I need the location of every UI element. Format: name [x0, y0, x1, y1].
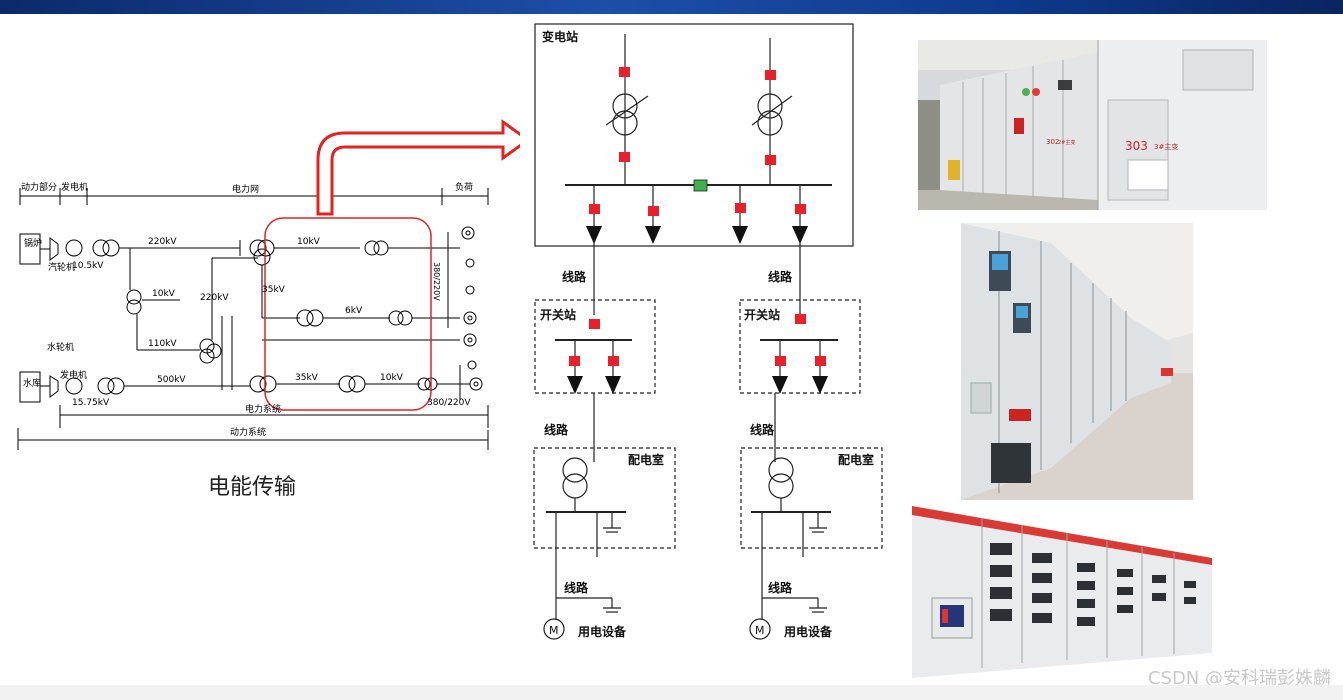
label-load: 负荷 — [455, 181, 473, 193]
line-label-2: 线路 — [768, 269, 793, 284]
distribution-diagram: 变电站 线路 线路 开关站 开关站 线路 线路 配电室 配电室 线路 线路 用电… — [533, 23, 883, 640]
arrows — [567, 226, 828, 394]
generator-bottom-label: 发电机 — [60, 369, 87, 381]
substation-label: 变电站 — [542, 29, 578, 44]
turbine-label: 汽轮机 — [48, 261, 75, 273]
cabinet-302-sub: 2#主变 — [1058, 139, 1075, 146]
bus-tie-breaker — [693, 179, 708, 192]
motor-1: M — [549, 624, 559, 637]
volt-110: 110kV — [148, 339, 177, 349]
power-transmission-diagram: 动力部分 发电机 电力网 负荷 锅炉 汽轮机 水轮机 水库 发电机 10.5kV… — [17, 119, 520, 500]
distribution-room-label-1: 配电室 — [628, 452, 664, 467]
switch-station-label-2: 开关站 — [744, 307, 780, 322]
header-bar — [0, 0, 1343, 14]
boiler-label: 锅炉 — [24, 237, 42, 249]
volt-gen1: 10.5kV — [72, 261, 104, 271]
volt-220: 220kV — [148, 237, 177, 247]
line-label-4: 线路 — [750, 422, 775, 437]
equipment-label-2: 用电设备 — [783, 624, 833, 639]
dynamic-system-label: 动力系统 — [230, 426, 266, 438]
caption-power-transmission: 电能传输 — [208, 475, 296, 500]
switch-station-label-1: 开关站 — [540, 307, 576, 322]
volt-500: 500kV — [157, 375, 186, 385]
volt-35b: 35kV — [295, 373, 319, 383]
volt-gen2: 15.75kV — [72, 398, 110, 408]
reservoir-label: 水库 — [23, 377, 41, 389]
switchgear-photo-1: 303 3#主变 302 2#主变 — [918, 40, 1267, 210]
bottom-bar — [0, 685, 1343, 700]
volt-vertical220: 220kV — [200, 293, 229, 303]
line-label-6: 线路 — [768, 580, 793, 595]
volt-10b: 10kV — [380, 373, 404, 383]
switchgear-photo-3 — [912, 503, 1215, 678]
power-system-label: 电力系统 — [245, 403, 281, 415]
watermark: CSDN @安科瑞彭姝麟 — [1147, 668, 1331, 689]
line-label-3: 线路 — [544, 422, 569, 437]
line-label-5: 线路 — [564, 580, 589, 595]
volt-6: 6kV — [345, 306, 363, 316]
cabinet-302-label: 303 — [1125, 139, 1148, 153]
label-grid: 电力网 — [232, 183, 259, 195]
hydro-turbine-label: 水轮机 — [47, 341, 74, 353]
cabinet-303-sub-label: 3#主变 — [1154, 142, 1178, 151]
equipment-label-1: 用电设备 — [577, 624, 627, 639]
cabinet-302-number: 302 — [1046, 138, 1059, 146]
volt-10: 10kV — [297, 237, 321, 247]
transfer-arrow — [316, 119, 520, 216]
breakers — [569, 67, 826, 366]
distribution-room-label-2: 配电室 — [838, 452, 874, 467]
label-generator: 发电机 — [61, 181, 88, 193]
volt-380: 380/220V — [427, 398, 471, 408]
motor-2: M — [755, 624, 765, 637]
volt-380-vertical: 380/220V — [432, 262, 441, 301]
volt-tap10: 10kV — [152, 289, 176, 299]
volt-35: 35kV — [262, 285, 286, 295]
switchgear-photo-2 — [961, 223, 1193, 500]
line-label-1: 线路 — [562, 269, 587, 284]
label-power-part: 动力部分 — [21, 181, 57, 193]
